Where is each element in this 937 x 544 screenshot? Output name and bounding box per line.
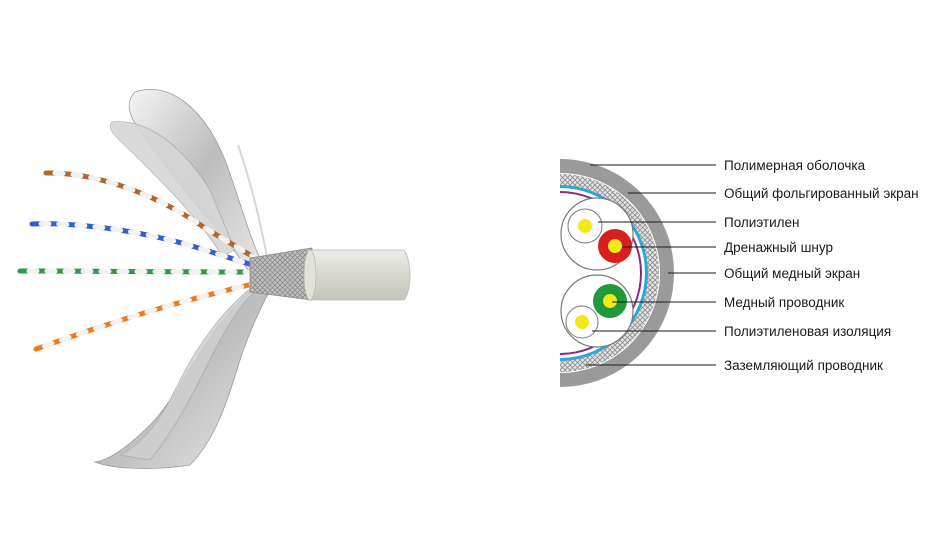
drain-wire-photo (237, 144, 269, 263)
pair-lower (560, 274, 634, 348)
label-foil-screen: Общий фольгированный экран (724, 186, 919, 201)
pair-blue (29, 221, 265, 271)
label-drain-wire: Дренажный шнур (724, 240, 833, 255)
label-polymer-jacket: Полимерная оболочка (724, 158, 866, 173)
label-ground-conductor: Заземляющий проводник (724, 358, 883, 373)
label-polyethylene: Полиэтилен (724, 215, 800, 230)
label-copper-conductor: Медный проводник (724, 295, 844, 310)
pair-orange (33, 279, 265, 352)
conductor-core (603, 294, 617, 308)
jacket-end (303, 249, 317, 301)
pair-green (17, 268, 265, 275)
conductor-core (608, 239, 622, 253)
cable-photo (17, 88, 411, 469)
label-pe-insulation: Полиэтиленовая изоляция (724, 324, 891, 339)
pair-upper (560, 197, 634, 271)
outer-jacket-photo (307, 249, 411, 301)
labels: Полимерная оболочка Общий фольгированный… (724, 158, 919, 373)
conductor-core (578, 219, 592, 233)
leader-lines (586, 164, 716, 366)
foil-bottom-2 (119, 289, 256, 461)
label-copper-screen: Общий медный экран (724, 266, 860, 281)
pair-brown (43, 170, 265, 265)
conductor-core (575, 315, 589, 329)
